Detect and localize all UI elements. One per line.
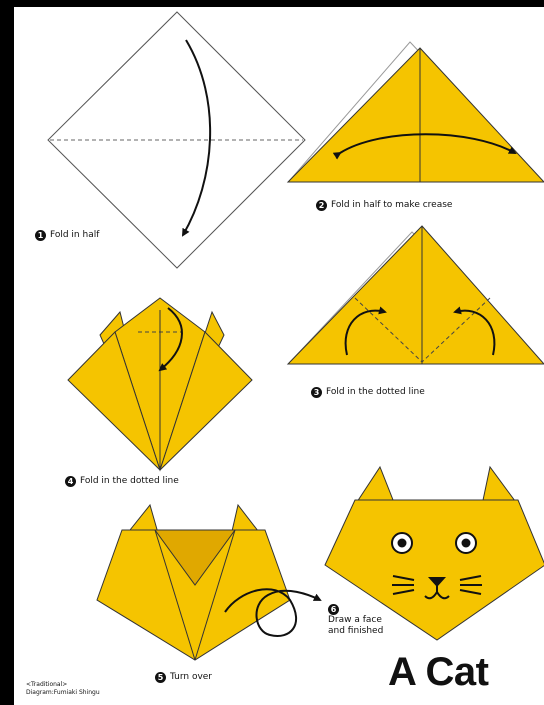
step4-shape — [68, 298, 252, 470]
step2-number: 2 — [316, 200, 327, 211]
step1-text: Fold in half — [50, 230, 99, 240]
step1-number: 1 — [35, 230, 46, 241]
step3-number: 3 — [311, 387, 322, 398]
step2-triangle — [288, 42, 544, 182]
step6-text-line2: and finished — [328, 626, 383, 636]
diagram-title: A Cat — [388, 650, 488, 695]
step3-text: Fold in the dotted line — [326, 387, 425, 397]
cat-right-eye — [456, 533, 476, 553]
cat-left-eye — [392, 533, 412, 553]
step4-number: 4 — [65, 476, 76, 487]
step6-label: 6 Draw a face and finished — [328, 604, 383, 637]
step6-text-line1: Draw a face — [328, 615, 382, 625]
step2-label: 2 Fold in half to make crease — [316, 200, 452, 211]
step2-text: Fold in half to make crease — [331, 200, 452, 210]
step6-number: 6 — [328, 604, 339, 615]
credit-line1: <Traditional> — [26, 681, 100, 689]
step5-shape — [97, 505, 290, 660]
step3-triangle — [288, 226, 544, 364]
step4-label: 4 Fold in the dotted line — [65, 476, 179, 487]
step1-label: 1 Fold in half — [35, 230, 99, 241]
step4-text: Fold in the dotted line — [80, 476, 179, 486]
step5-label: 5 Turn over — [155, 672, 212, 683]
step5-number: 5 — [155, 672, 166, 683]
credit-text: <Traditional> Diagram:Fumiaki Shingu — [26, 681, 100, 697]
credit-line2: Diagram:Fumiaki Shingu — [26, 689, 100, 697]
step3-label: 3 Fold in the dotted line — [311, 387, 425, 398]
step5-text: Turn over — [170, 672, 212, 682]
